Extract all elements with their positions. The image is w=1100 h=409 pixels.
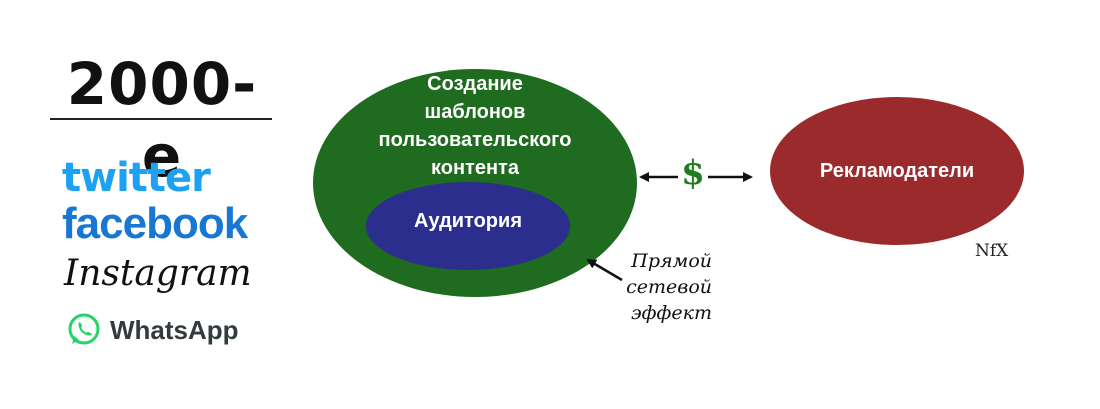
content-creation-label: Создание шаблонов пользовательского конт… (378, 73, 572, 179)
whatsapp-icon (68, 313, 100, 345)
whatsapp-wordmark: WhatsApp (110, 315, 239, 345)
facebook-logo: facebook (62, 199, 248, 248)
network-effect-label: Прямой сетевой эффект (626, 250, 712, 324)
whatsapp-logo: WhatsApp (66, 310, 239, 350)
advertisers-ellipse (770, 97, 1024, 245)
era-title: 2000-е (66, 50, 258, 190)
instagram-logo: Instagram (64, 253, 252, 294)
audience-ellipse (366, 182, 570, 270)
twitter-logo: twitter (62, 155, 211, 201)
arrow-up-left-icon (586, 258, 623, 282)
title-underline (50, 118, 272, 120)
audience-label: Аудитория (414, 210, 522, 232)
advertisers-label: Рекламодатели (819, 160, 975, 182)
nfx-logo: NfX (975, 241, 1009, 261)
dollar-icon: $ (681, 153, 705, 193)
